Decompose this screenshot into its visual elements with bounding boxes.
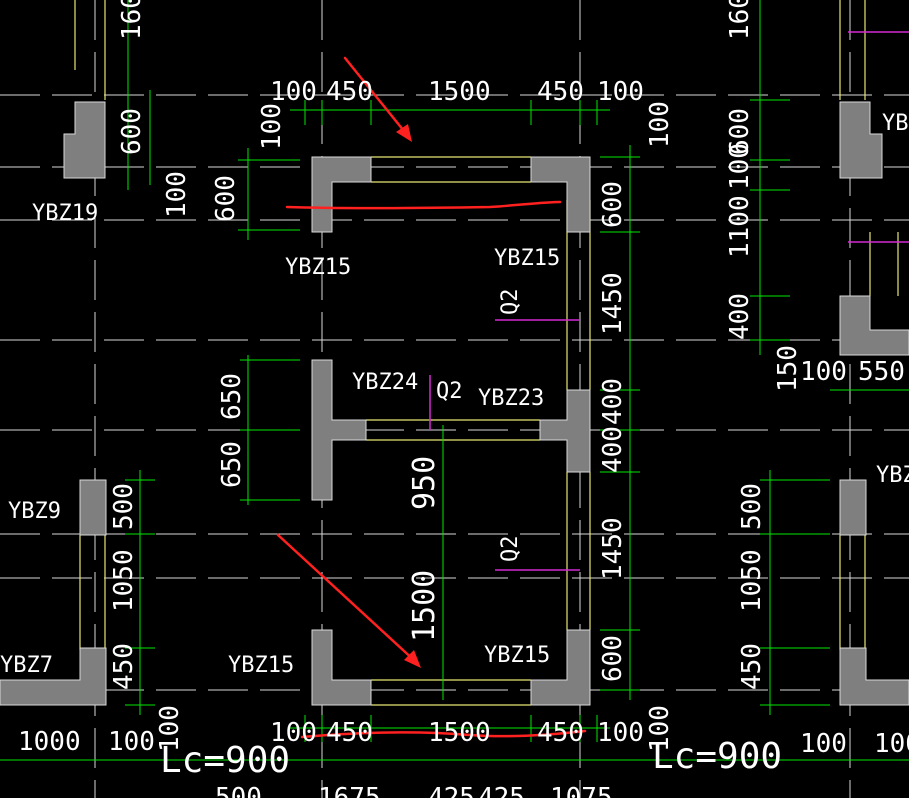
dim-v-600-tr: 600 [598, 181, 628, 228]
dim-top-1500: 1500 [428, 77, 491, 107]
dim-v-150-right: 150 [773, 345, 803, 392]
dim-v-100-right: 100 [725, 143, 755, 190]
underline-bottom [300, 729, 587, 739]
dim-v-950: 950 [407, 456, 442, 510]
dim-v-500-right: 500 [737, 483, 767, 530]
dim-v-400-right: 400 [725, 293, 755, 340]
dim-right-100: 100 [800, 357, 847, 387]
dim-v-1500: 1500 [407, 570, 442, 642]
dim-v-1600-right: 1600 [725, 0, 755, 40]
dim-top-100b: 100 [597, 77, 644, 107]
label-lc-right: Lc=900 [652, 736, 782, 777]
label-ybz15-top-left: YBZ15 [285, 255, 351, 280]
dim-bottom-100b: 100 [597, 718, 644, 748]
dim-cut-1675: 1675 [318, 783, 381, 798]
dim-v-1050-left: 1050 [109, 549, 139, 612]
label-ybz15-bottom-left: YBZ15 [228, 653, 294, 678]
dim-cut-425a: 425 [428, 783, 475, 798]
dim-v-400-mid2: 400 [598, 426, 628, 473]
dim-v-500-left: 500 [109, 483, 139, 530]
dim-v-100-top-right: 100 [645, 101, 675, 148]
label-ybz9: YBZ9 [8, 499, 61, 524]
dim-cut-500: 500 [215, 783, 262, 798]
dimension-lines [0, 0, 909, 761]
dim-top-100a: 100 [270, 77, 317, 107]
dim-v-600-br: 600 [598, 635, 628, 682]
label-ybz-right: YBZ [876, 463, 909, 488]
dim-v-650-a: 650 [217, 373, 247, 420]
dim-v-1450-upper: 1450 [598, 272, 628, 335]
dim-v-1100-right: 1100 [725, 195, 755, 258]
label-ybz24: YBZ24 [352, 370, 418, 395]
dim-bottom-100c: 100 [108, 727, 155, 757]
dim-v-450-left: 450 [109, 643, 139, 690]
label-ybz15-bottom-right: YBZ15 [484, 643, 550, 668]
dim-v-600-tl: 600 [211, 175, 241, 222]
dim-bottom-100e: 100 [874, 729, 909, 759]
label-ybz15-top-right: YBZ15 [494, 246, 560, 271]
dim-v-400-mid: 400 [598, 378, 628, 425]
dim-v-1050-right: 1050 [737, 549, 767, 612]
dim-cut-1075: 1075 [550, 783, 613, 798]
dim-bottom-100d: 100 [800, 729, 847, 759]
dim-top-450b: 450 [537, 77, 584, 107]
dim-cut-425b: 425 [478, 783, 525, 798]
dim-v-100-bottom-left: 100 [155, 705, 185, 752]
label-q2-mid: Q2 [436, 379, 463, 404]
arrow-top [343, 56, 410, 138]
dim-v-450-right: 450 [737, 643, 767, 690]
component-labels: YBZ19 YBZ15 YBZ15 YBZ24 YBZ23 YBZ9 YBZ7 … [0, 111, 909, 781]
label-q2-upper: Q2 [498, 289, 523, 316]
dim-bottom-100a: 100 [270, 718, 317, 748]
label-ybz7: YBZ7 [0, 653, 53, 678]
label-q2-lower: Q2 [498, 536, 523, 563]
dim-bottom-450b: 450 [537, 718, 584, 748]
label-lc-left: Lc=900 [160, 740, 290, 781]
dim-v-1450-lower: 1450 [598, 517, 628, 580]
dim-right-550: 550 [858, 357, 905, 387]
beam-marks [429, 31, 909, 571]
dim-v-600-left: 600 [117, 108, 147, 155]
dim-bottom-1000: 1000 [18, 727, 81, 757]
label-yb-top-right: YB [882, 111, 909, 136]
dim-v-600-right: 600 [725, 108, 755, 155]
dim-bottom-450a: 450 [326, 718, 373, 748]
label-ybz23: YBZ23 [478, 386, 544, 411]
dim-v-100-bottom-right: 100 [645, 705, 675, 752]
vertical-dimensions: 1600 600 100 100 600 600 1450 400 400 14… [109, 0, 803, 752]
arrow-bottom [276, 533, 418, 664]
dim-bottom-1500: 1500 [428, 718, 491, 748]
label-ybz19: YBZ19 [32, 201, 98, 226]
red-annotations [276, 56, 587, 739]
underline-top [285, 200, 562, 210]
columns [0, 101, 909, 706]
dim-v-100-left: 100 [162, 171, 192, 218]
dim-v-1600-left: 1600 [117, 0, 147, 40]
horizontal-dimensions: 100 450 1500 450 100 100 450 1500 450 10… [18, 77, 909, 798]
dim-top-450a: 450 [326, 77, 373, 107]
wall-lines [74, 0, 899, 706]
dim-v-100-tl: 100 [257, 103, 287, 150]
dim-v-650-b: 650 [217, 441, 247, 488]
